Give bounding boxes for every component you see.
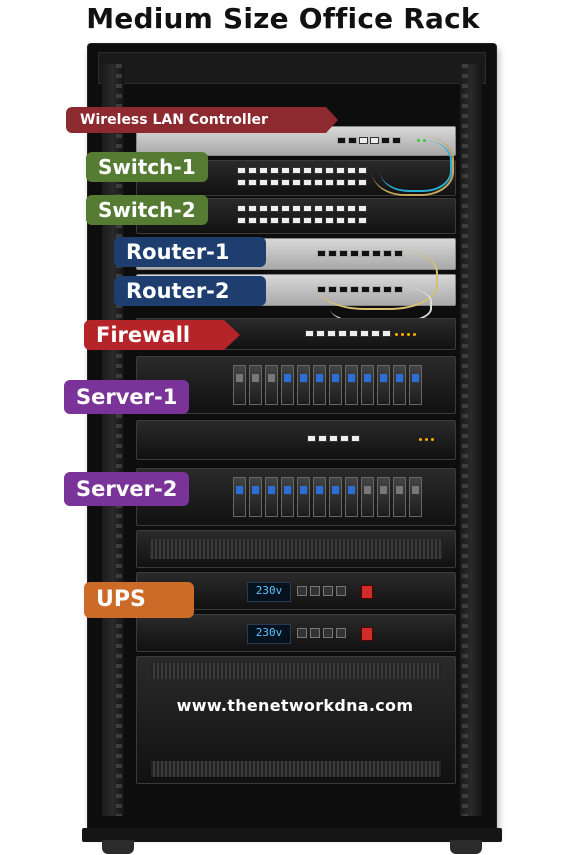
label-switch-1: Switch-1 <box>86 152 208 182</box>
server-2-device <box>136 468 456 526</box>
server-1-device <box>136 356 456 414</box>
label-router-1: Router-1 <box>114 237 266 267</box>
network-appliance-device <box>136 420 456 460</box>
ups-unit-2: 230v <box>136 614 456 652</box>
rack-foot-right <box>450 840 482 854</box>
label-switch-2: Switch-2 <box>86 195 208 225</box>
label-ups: UPS <box>84 582 194 618</box>
label-server-1: Server-1 <box>64 380 190 414</box>
patch-cable <box>372 136 454 196</box>
label-router-2: Router-2 <box>114 276 266 306</box>
rack-foot-left <box>102 840 134 854</box>
rack-right-rail <box>460 64 482 816</box>
rack-base <box>82 828 502 842</box>
ups-power-button <box>361 585 373 599</box>
rack-bottom-panel <box>136 656 456 784</box>
rack-top-panel <box>98 52 486 84</box>
vented-blank-panel <box>136 530 456 568</box>
ups-display: 230v <box>247 582 291 602</box>
website-url: www.thenetworkdna.com <box>176 696 414 715</box>
patch-cable <box>380 140 452 192</box>
label-wireless-lan-controller: Wireless LAN Controller <box>66 107 338 133</box>
patch-cable <box>316 248 438 310</box>
diagram-title: Medium Size Office Rack <box>86 2 480 35</box>
ups-power-button <box>361 627 373 641</box>
label-firewall: Firewall <box>84 320 240 350</box>
label-server-2: Server-2 <box>64 472 190 506</box>
ups-display: 230v <box>247 624 291 644</box>
